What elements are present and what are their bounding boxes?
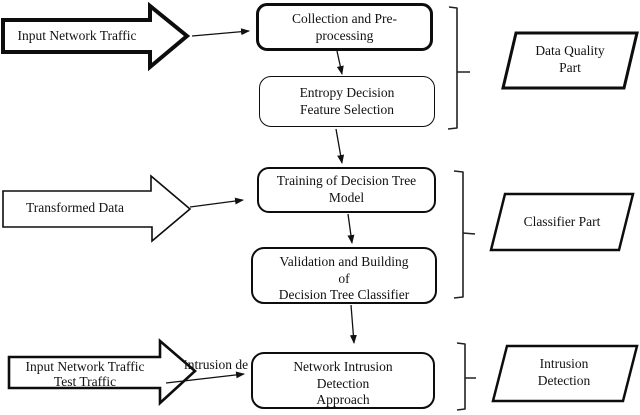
- input-network-traffic-label: Input Network Traffic: [17, 28, 137, 43]
- parallelogram-classifier: [489, 192, 635, 252]
- connector-annotation: intrusion de: [184, 357, 249, 372]
- box-validation-building-classifier: Validation and Building of Decision Tree…: [251, 247, 437, 304]
- box-collection-preprocessing: Collection and Pre- processing: [256, 3, 433, 51]
- connector-training-to-validation: [347, 213, 355, 244]
- box-collection-label: Collection and Pre- processing: [292, 11, 397, 43]
- box-training-decision-tree: Training of Decision Tree Model: [257, 167, 436, 213]
- connector-validation-to-network: [349, 304, 357, 344]
- box-entropy-feature-selection: Entropy Decision Feature Selection: [259, 76, 435, 127]
- block-arrow-transformed: [2, 174, 192, 243]
- box-network-intrusion-detection: Network Intrusion Detection Approach: [251, 352, 435, 409]
- parallelogram-intrusion: [491, 344, 639, 403]
- block-arrow-input-top: [1, 1, 191, 72]
- box-training-label: Training of Decision Tree Model: [276, 173, 417, 205]
- input-network-traffic-test-label: Input Network Traffic Test Traffic: [25, 360, 145, 386]
- connector-entropy-to-training: [335, 128, 345, 164]
- box-validation-label: Validation and Building of Decision Tree…: [278, 254, 410, 302]
- connector-transformed-to-training: [189, 197, 244, 208]
- box-network-label: Network Intrusion Detection Approach: [293, 359, 393, 407]
- connector-collection-to-entropy: [336, 50, 344, 75]
- bracket-intrusion: [456, 342, 476, 411]
- data-quality-part-label: Data Quality Part: [535, 43, 605, 75]
- transformed-data-label: Transformed Data: [25, 200, 125, 215]
- connector-input-to-collection: [191, 28, 250, 37]
- parallelogram-data-quality: [501, 31, 639, 90]
- connector-input-to-network: [165, 371, 245, 384]
- bracket-data-quality: [447, 6, 470, 130]
- classifier-part-label: Classifier Part: [523, 214, 601, 229]
- block-arrow-input-bottom: [7, 338, 197, 406]
- box-entropy-label: Entropy Decision Feature Selection: [299, 85, 395, 117]
- bracket-classifier: [453, 170, 476, 299]
- intrusion-detection-label: Intrusion Detection: [537, 356, 591, 388]
